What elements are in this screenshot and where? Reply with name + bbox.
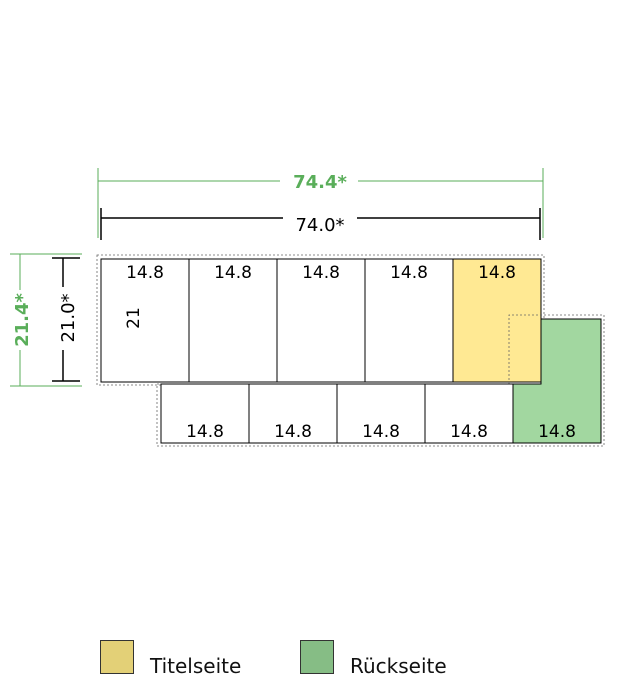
legend-back-label: Rückseite bbox=[350, 654, 447, 678]
bottom-panel-1 bbox=[160, 383, 250, 444]
top-panel-2 bbox=[188, 258, 278, 383]
legend-title-page: Titelseite bbox=[100, 640, 241, 678]
bleed-height-dimension: 21.4* bbox=[10, 253, 82, 387]
trim-width-label: 74.0* bbox=[295, 215, 344, 236]
bleed-height-label: 21.4* bbox=[12, 293, 33, 347]
legend-back-swatch bbox=[300, 640, 334, 674]
bottom-panel-2 bbox=[248, 383, 338, 444]
bottom-panel-4 bbox=[424, 383, 514, 444]
trim-height-label: 21.0* bbox=[58, 293, 79, 342]
legend-title-label: Titelseite bbox=[150, 654, 242, 678]
top-panel-1-label: 14.8 bbox=[126, 263, 164, 283]
trim-height-dimension: 21.0* bbox=[52, 257, 80, 382]
bottom-panel-5-back bbox=[512, 318, 602, 444]
top-panel-4 bbox=[364, 258, 454, 383]
bottom-strip: 14.8 14.8 14.8 14.8 14.8 bbox=[156, 314, 605, 447]
bottom-panel-3 bbox=[336, 383, 426, 444]
top-panel-2-label: 14.8 bbox=[214, 263, 252, 283]
bleed-width-label: 74.4* bbox=[293, 172, 347, 193]
bottom-panel-1-label: 14.8 bbox=[186, 422, 224, 442]
bottom-panel-3-label: 14.8 bbox=[362, 422, 400, 442]
top-panel-3-label: 14.8 bbox=[302, 263, 340, 283]
top-strip: 14.8 14.8 14.8 14.8 14.8 21 bbox=[96, 254, 545, 386]
legend-title-swatch bbox=[100, 640, 134, 674]
top-panel-5-label: 14.8 bbox=[478, 263, 516, 283]
top-panel-4-label: 14.8 bbox=[390, 263, 428, 283]
top-panel-5-title bbox=[452, 258, 542, 383]
bottom-panel-5-label: 14.8 bbox=[538, 422, 576, 442]
panel-height-label: 21 bbox=[124, 307, 144, 329]
bottom-panel-4-label: 14.8 bbox=[450, 422, 488, 442]
bleed-width-dimension: 74.4* bbox=[97, 168, 544, 238]
bottom-panel-2-label: 14.8 bbox=[274, 422, 312, 442]
trim-width-dimension: 74.0* bbox=[100, 208, 541, 240]
legend-back-page: Rückseite bbox=[300, 640, 447, 678]
top-panel-1 bbox=[100, 258, 190, 383]
top-panel-3 bbox=[276, 258, 366, 383]
